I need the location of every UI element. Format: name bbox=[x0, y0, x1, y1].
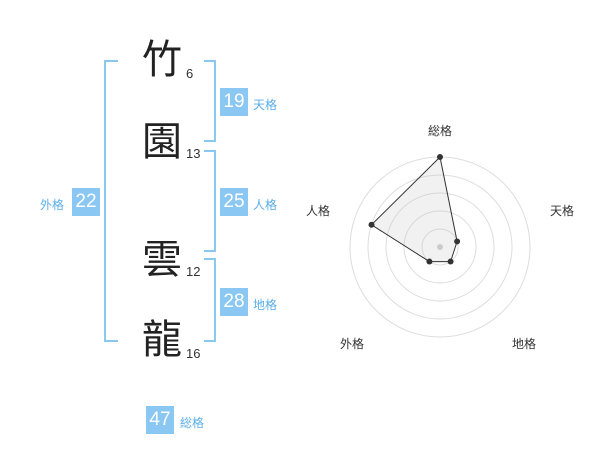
radar-chart bbox=[349, 154, 531, 338]
radar-point-5 bbox=[368, 221, 375, 228]
soukaku-value: 47 bbox=[146, 406, 174, 434]
radar-grid-ring bbox=[367, 174, 513, 320]
tenkaku-bracket bbox=[204, 60, 216, 142]
radar-point-4 bbox=[426, 258, 433, 265]
chikaku-value: 28 bbox=[220, 288, 248, 316]
tenkaku-value: 19 bbox=[220, 88, 248, 116]
jinkaku-bracket bbox=[204, 150, 216, 252]
jinkaku-label: 人格 bbox=[253, 198, 278, 212]
radar-axis-label-jinkaku: 人格 bbox=[306, 204, 331, 218]
soukaku-label: 総格 bbox=[180, 416, 205, 430]
stroke-count-3: 12 bbox=[186, 264, 201, 279]
chikaku-bracket bbox=[204, 258, 216, 342]
radar-axis-label-soukaku: 総格 bbox=[428, 124, 453, 138]
gaikaku-value: 22 bbox=[72, 188, 100, 216]
radar-axis-label-gaikaku: 外格 bbox=[340, 337, 365, 351]
chikaku-label: 地格 bbox=[253, 298, 278, 312]
name-char-2: 園 bbox=[142, 119, 182, 165]
radar-grid-ring bbox=[385, 192, 495, 302]
radar-grid-ring bbox=[403, 210, 477, 284]
stroke-count-1: 6 bbox=[186, 66, 194, 81]
radar-point-3 bbox=[447, 258, 454, 265]
name-char-1: 竹 bbox=[142, 37, 182, 83]
radar-axis-label-tenkaku: 天格 bbox=[550, 204, 575, 218]
gaikaku-bracket bbox=[104, 60, 118, 342]
radar-center-dot bbox=[437, 244, 443, 250]
radar-point-1 bbox=[437, 154, 443, 160]
radar-grid-ring bbox=[421, 228, 459, 266]
stroke-count-2: 13 bbox=[186, 146, 201, 161]
tenkaku-label: 天格 bbox=[253, 98, 278, 112]
name-char-4: 龍 bbox=[142, 317, 182, 363]
name-char-3: 雲 bbox=[142, 237, 182, 283]
jinkaku-value: 25 bbox=[220, 188, 248, 216]
radar-data-polygon bbox=[370, 155, 458, 263]
stroke-count-4: 16 bbox=[186, 346, 201, 361]
radar-point-2 bbox=[454, 238, 461, 245]
gaikaku-label: 外格 bbox=[40, 198, 65, 212]
radar-axis-label-chikaku: 地格 bbox=[512, 337, 537, 351]
